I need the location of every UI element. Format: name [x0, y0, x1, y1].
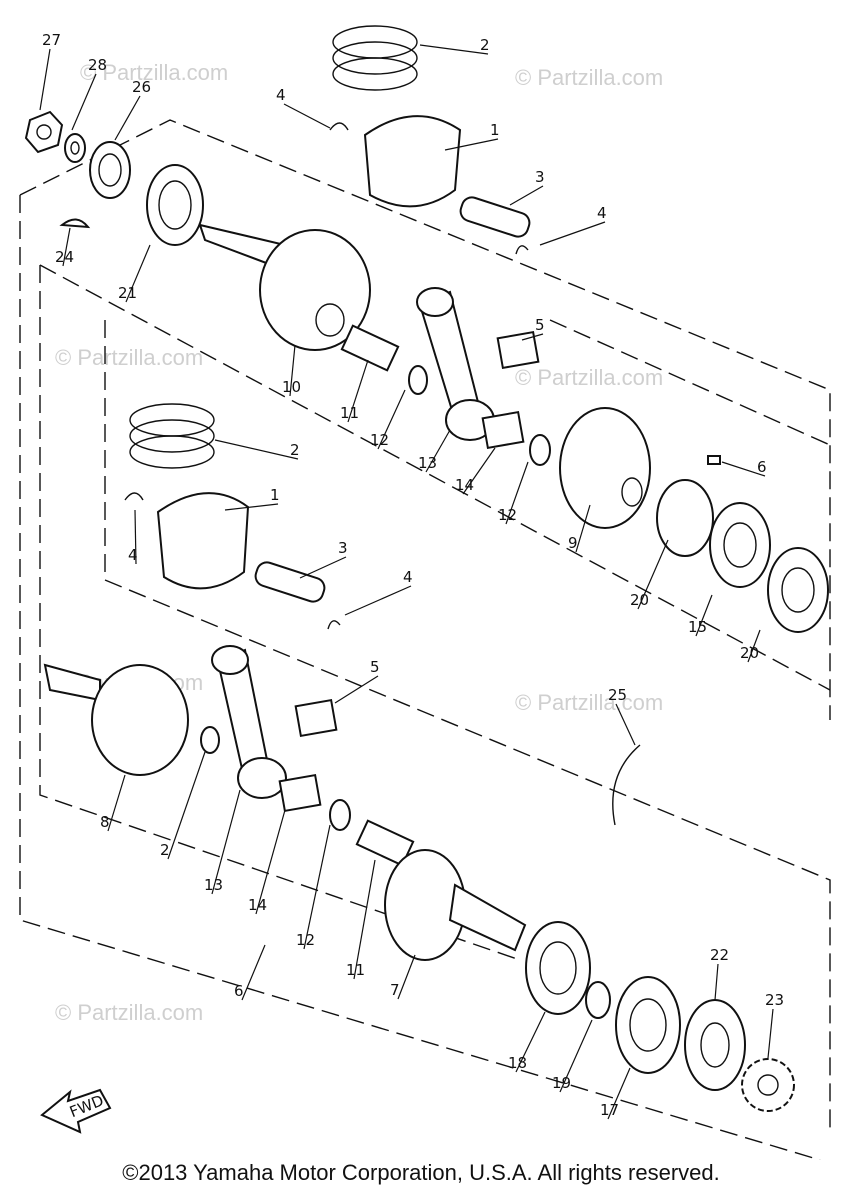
callout-leader-line [539, 221, 606, 246]
callout-leader-line [39, 48, 51, 111]
callout-number: 3 [535, 168, 545, 186]
callout-leader-line [167, 751, 206, 860]
callout-number: 11 [346, 961, 365, 979]
callout-leader-line [241, 944, 266, 1001]
callout-number: 22 [710, 946, 729, 964]
callout-number: 11 [340, 404, 359, 422]
callout-leader-line [347, 359, 369, 423]
callout-leader-line [214, 439, 299, 460]
callout-leader-line [134, 509, 137, 565]
callout-number: 13 [418, 454, 437, 472]
crankshaft-exploded-diagram: © Partzilla.com © Partzilla.com © Partzi… [19, 25, 831, 1160]
callout-leader-line [334, 675, 379, 704]
watermark: © Partzilla.com [515, 690, 663, 715]
parts [24, 25, 829, 1112]
callout-leader-line [397, 954, 416, 1000]
callout-leader-line [505, 461, 529, 525]
callout-leader-line [62, 227, 71, 267]
callout-leader-line [714, 963, 719, 1001]
callout-leader-line [224, 503, 279, 511]
callout-number: 2 [480, 36, 490, 54]
watermark: © Partzilla.com [55, 1000, 203, 1025]
callout-number: 27 [42, 31, 61, 49]
callout-number: 9 [568, 534, 578, 552]
callout-number: 17 [600, 1101, 619, 1119]
callout-leader-line [615, 703, 636, 746]
watermark: © Partzilla.com [80, 60, 228, 85]
callout-number: 14 [455, 476, 474, 494]
callout-number: 4 [403, 568, 413, 586]
callout-number: 23 [765, 991, 784, 1009]
callout-leaders [39, 44, 774, 1120]
callout-number: 6 [234, 982, 244, 1000]
watermark: © Partzilla.com [55, 345, 203, 370]
callout-number: 20 [740, 644, 759, 662]
callout-leader-line [71, 73, 97, 131]
callout-number: 5 [370, 658, 380, 676]
callout-leader-line [721, 461, 766, 477]
copyright-notice: ©2013 Yamaha Motor Corporation, U.S.A. A… [122, 1160, 720, 1185]
callout-number: 4 [276, 86, 286, 104]
callout-number: 12 [370, 431, 389, 449]
callout-number: 24 [55, 248, 74, 266]
callout-leader-line [462, 447, 496, 495]
watermark: © Partzilla.com [515, 365, 663, 390]
callout-leader-line [695, 594, 713, 637]
callout-number: 14 [248, 896, 267, 914]
callout-number: 4 [597, 204, 607, 222]
callout-leader-line [419, 44, 489, 55]
callout-leader-line [509, 185, 544, 206]
callout-number: 19 [552, 1074, 571, 1092]
fwd-arrow-icon: FWD [40, 1088, 112, 1134]
watermark: © Partzilla.com [515, 65, 663, 90]
callout-leader-line [425, 429, 451, 473]
callout-leader-line [289, 344, 296, 397]
callout-number: 8 [100, 813, 110, 831]
callout-leader-line [107, 774, 126, 832]
callout-number: 15 [688, 618, 707, 636]
callout-number: 28 [88, 56, 107, 74]
callout-number: 1 [490, 121, 500, 139]
callout-leader-line [299, 556, 347, 579]
callout-leader-line [747, 629, 761, 663]
callout-leader-line [303, 824, 331, 950]
callout-leader-line [353, 859, 376, 980]
callout-number: 26 [132, 78, 151, 96]
callout-number: 7 [390, 981, 400, 999]
callout-number: 20 [630, 591, 649, 609]
callout-leader-line [344, 585, 412, 616]
callout-leader-line [377, 389, 406, 450]
callout-number: 10 [282, 378, 301, 396]
callout-leader-line [559, 1019, 593, 1093]
callout-number: 21 [118, 284, 137, 302]
callout-leader-line [283, 103, 331, 129]
callout-leader-line [444, 138, 499, 151]
callout-leader-line [767, 1008, 774, 1059]
callout-leader-line [125, 244, 151, 303]
callout-number: 25 [608, 686, 627, 704]
callout-leader-line [575, 504, 591, 553]
callout-number: 4 [128, 546, 138, 564]
callout-leader-line [515, 1011, 546, 1073]
callout-number: 2 [290, 441, 300, 459]
callout-number: 3 [338, 539, 348, 557]
callout-leader-line [607, 1067, 631, 1120]
callout-leader-line [521, 333, 544, 341]
callout-number: 5 [535, 316, 545, 334]
callout-number: 12 [296, 931, 315, 949]
callout-leader-line [637, 539, 669, 610]
callout-number: 13 [204, 876, 223, 894]
callout-number: 6 [757, 458, 767, 476]
callout-number: 2 [160, 841, 170, 859]
callout-leader-line [255, 809, 286, 915]
callout-leader-line [114, 95, 141, 141]
callout-number: 12 [498, 506, 517, 524]
callout-number: 1 [270, 486, 280, 504]
callout-leader-line [211, 789, 241, 895]
callout-number: 18 [508, 1054, 527, 1072]
